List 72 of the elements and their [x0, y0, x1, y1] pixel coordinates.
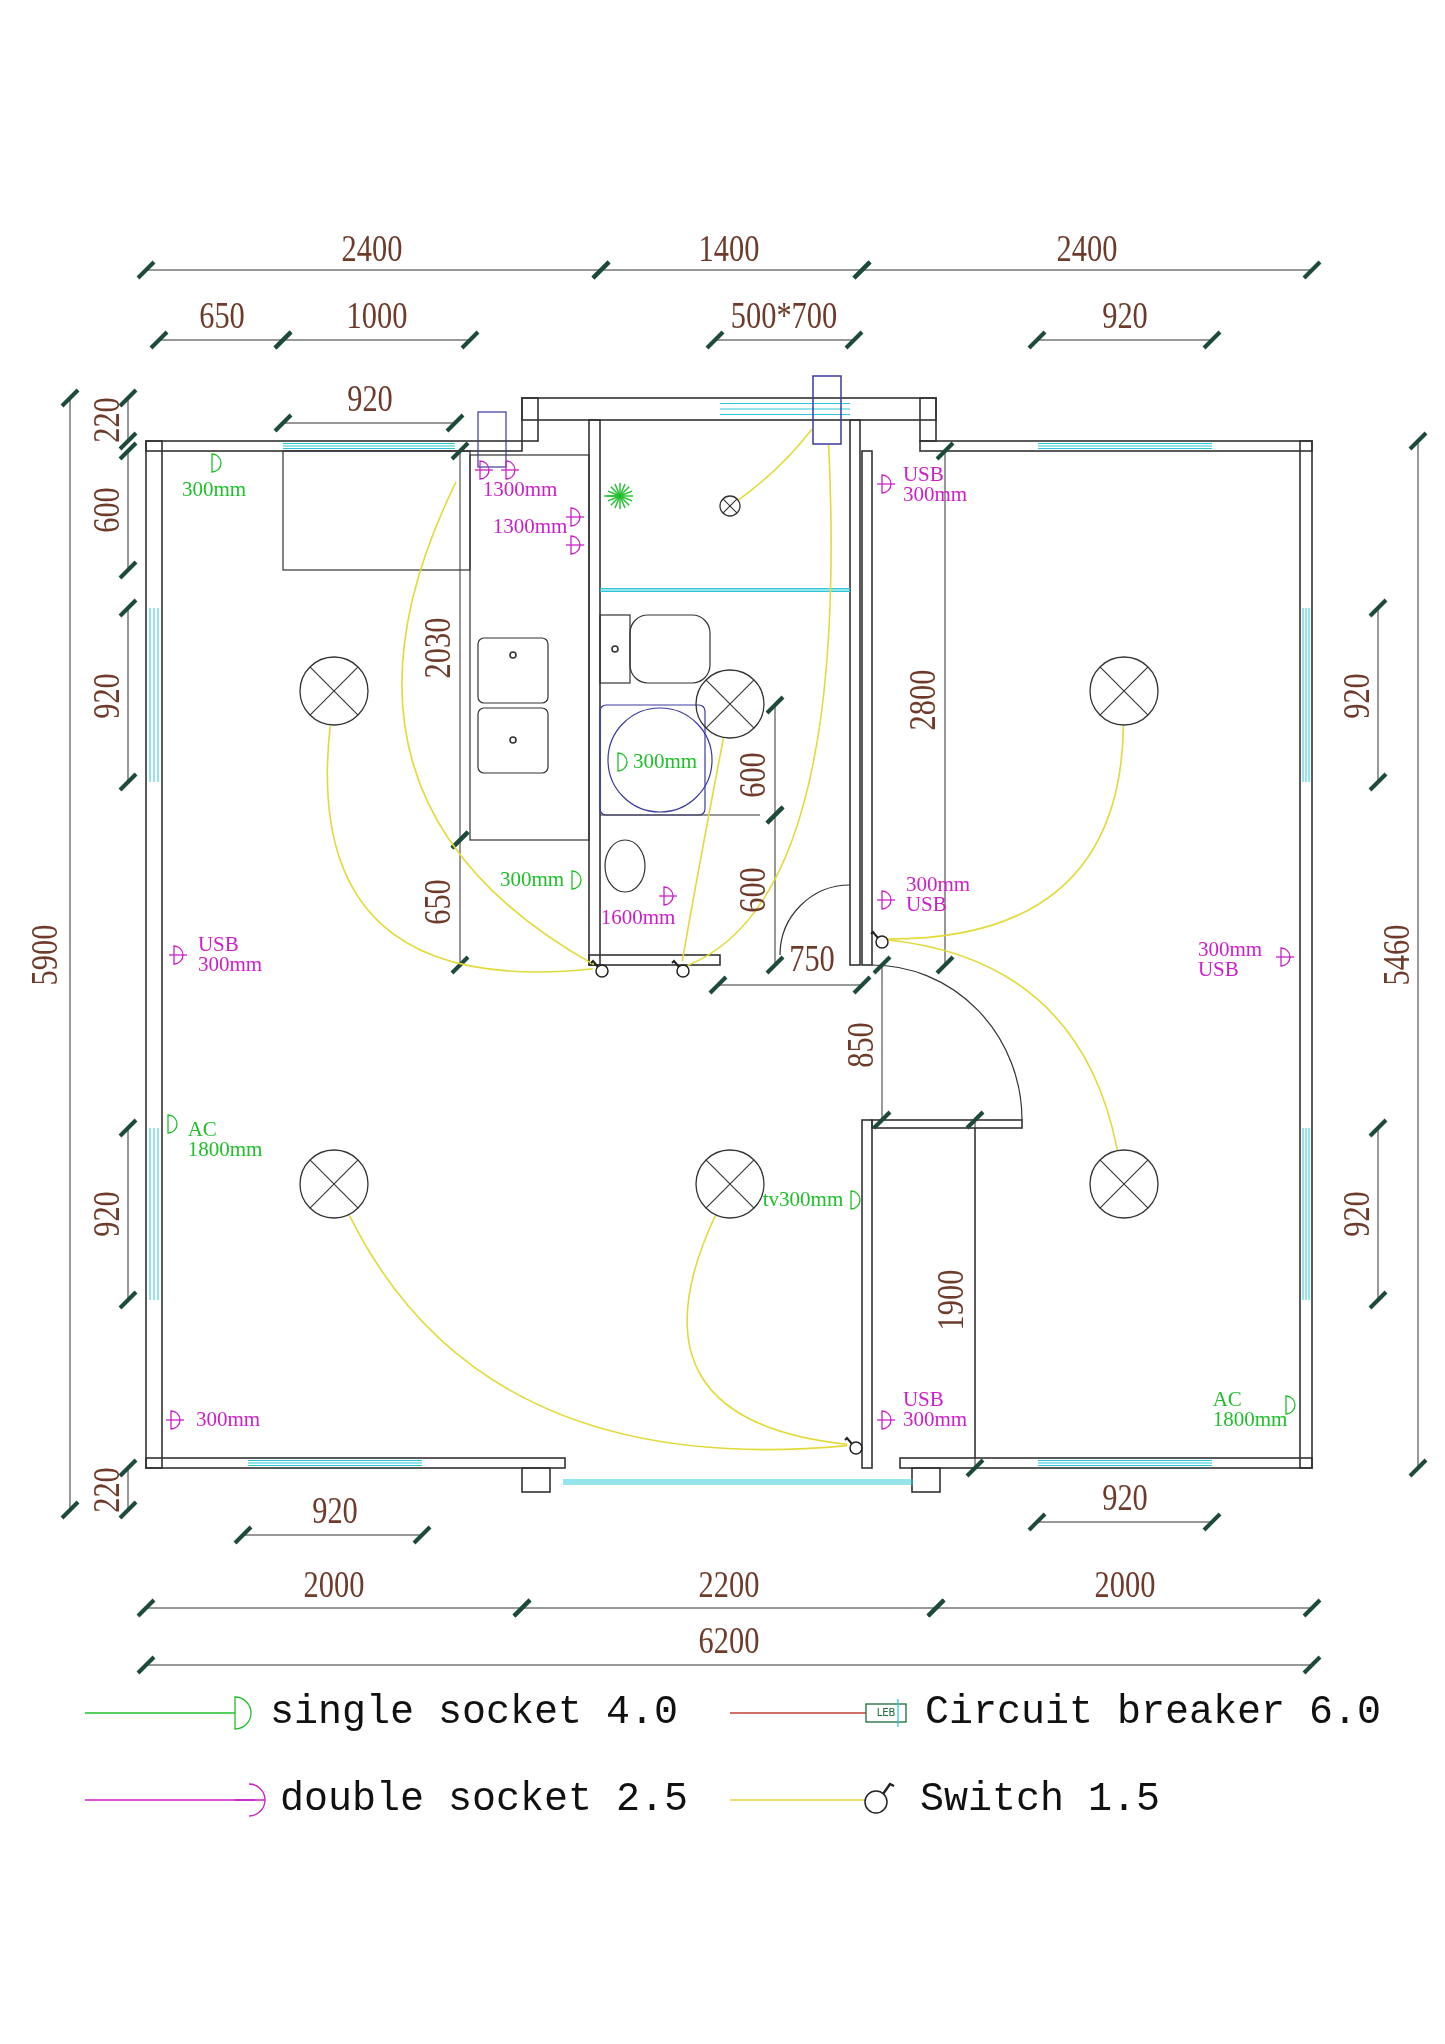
wiring-line: [886, 725, 1125, 940]
ceiling-light-icon: [719, 495, 741, 517]
dimension-label: 920: [347, 379, 393, 417]
wiring-line: [326, 725, 594, 973]
wiring-line: [738, 428, 813, 501]
dimension-label: 5460: [1377, 924, 1415, 986]
ceiling-light-icon: [299, 656, 369, 726]
socket-height-label: 300mm: [181, 480, 247, 500]
legend-label: double socket 2.5: [280, 1780, 689, 1820]
legend-label: single socket 4.0: [270, 1693, 679, 1733]
dimension-label: 920: [312, 1491, 358, 1529]
dimension-label: 1400: [698, 229, 760, 267]
light-switch-icon: [671, 958, 691, 978]
ceiling-light-icon: [1089, 656, 1159, 726]
dimension-label: 600: [733, 867, 771, 913]
wiring-line: [401, 481, 595, 966]
socket-height-label: USB 300mm: [902, 465, 968, 505]
legend-label: Circuit breaker 6.0: [925, 1693, 1382, 1733]
dimension-label: 500*700: [730, 296, 838, 334]
dimension-label: 2400: [341, 229, 403, 267]
socket-height-label: 300mm: [632, 752, 698, 772]
light-switch-icon: [870, 929, 890, 949]
socket-height-label: 300mm USB: [1197, 940, 1263, 980]
dimension-label: 1900: [931, 1269, 969, 1331]
dimension-label: 1000: [346, 296, 408, 334]
dimension-label: 920: [1102, 1478, 1148, 1516]
dimension-label: 2030: [418, 617, 456, 679]
wiring-line: [686, 444, 832, 967]
dimension-label: 750: [789, 939, 835, 977]
dimension-label: 650: [418, 879, 456, 925]
socket-height-label: AC 1800mm: [1212, 1390, 1288, 1430]
wiring-line: [348, 1214, 848, 1451]
ceiling-light-icon: [695, 669, 765, 739]
wiring-line: [886, 938, 1119, 1151]
dimension-label: 920: [87, 1191, 125, 1237]
dimension-label: 650: [199, 296, 245, 334]
dimension-label: 220: [87, 397, 125, 443]
symbol-label: LEB: [876, 1708, 896, 1718]
dimension-label: 920: [87, 673, 125, 719]
dimension-label: 2800: [903, 669, 941, 731]
dimension-label: 5900: [25, 924, 63, 986]
dimension-label: 6200: [698, 1621, 760, 1659]
socket-height-label: AC 1800mm: [187, 1120, 263, 1160]
exhaust-vent-box: [812, 375, 842, 445]
socket-height-label: 1600mm: [600, 908, 676, 928]
dimension-label: 600: [87, 487, 125, 533]
socket-height-label: tv300mm: [762, 1190, 844, 1210]
socket-height-label: USB 300mm: [197, 935, 263, 975]
dimension-label: 920: [1102, 296, 1148, 334]
dimension-label: 920: [1337, 673, 1375, 719]
dimension-label: 2400: [1056, 229, 1118, 267]
socket-height-label: 300mm: [499, 870, 565, 890]
wiring-line: [681, 737, 725, 962]
socket-height-label: 300mm: [195, 1410, 261, 1430]
dimension-label: 220: [87, 1467, 125, 1513]
socket-height-label: 1300mm: [482, 480, 558, 500]
wiring-line: [686, 1214, 848, 1446]
socket-height-label: USB 300mm: [902, 1390, 968, 1430]
dimension-label: 2200: [698, 1565, 760, 1603]
dimension-label: 920: [1337, 1191, 1375, 1237]
ceiling-light-icon: [695, 1149, 765, 1219]
dimension-label: 2000: [1094, 1565, 1156, 1603]
light-switch-icon: [844, 1435, 864, 1455]
light-switch-icon: [590, 958, 610, 978]
legend-label: Switch 1.5: [920, 1780, 1161, 1820]
dimension-label: 850: [841, 1022, 879, 1068]
dimension-label: 2000: [303, 1565, 365, 1603]
socket-height-label: 1300mm: [492, 517, 568, 537]
ceiling-light-icon: [1089, 1149, 1159, 1219]
ceiling-light-icon: [299, 1149, 369, 1219]
dimension-label: 600: [733, 752, 771, 798]
socket-height-label: 300mm USB: [905, 875, 971, 915]
